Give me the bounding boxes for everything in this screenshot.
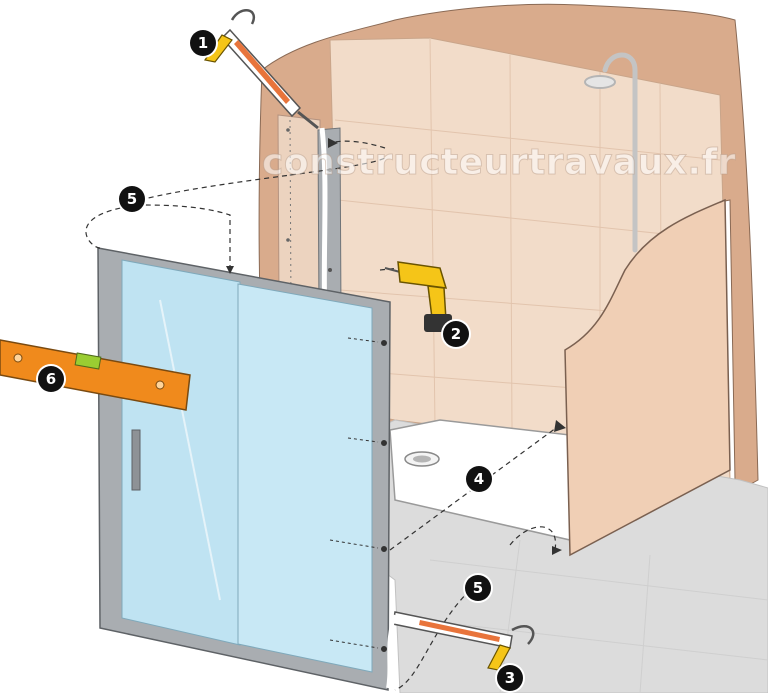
step-badge-5-top: 5 [119, 186, 145, 212]
step-badge-2: 2 [443, 321, 469, 347]
caulking-gun-icon [203, 9, 319, 130]
shower-head-icon [584, 52, 638, 253]
door-screws [329, 337, 387, 652]
glass-highlight [159, 299, 221, 601]
step-badge-1: 1 [190, 30, 216, 56]
guide-arrowheads [226, 138, 566, 555]
drill-icon [384, 261, 452, 332]
glass-sliding-panel [237, 283, 373, 673]
step-badge-6: 6 [38, 366, 64, 392]
step-badge-3: 3 [497, 665, 523, 691]
step-badge-4: 4 [466, 466, 492, 492]
caulking-gun-icon [386, 611, 535, 689]
step-badge-5-bottom: 5 [465, 575, 491, 601]
spirit-level-icon [0, 339, 191, 411]
door-handle [131, 429, 141, 491]
watermark: constructeurtravaux.fr [262, 142, 737, 184]
drain-icon [404, 451, 440, 467]
side-panel [564, 198, 731, 557]
